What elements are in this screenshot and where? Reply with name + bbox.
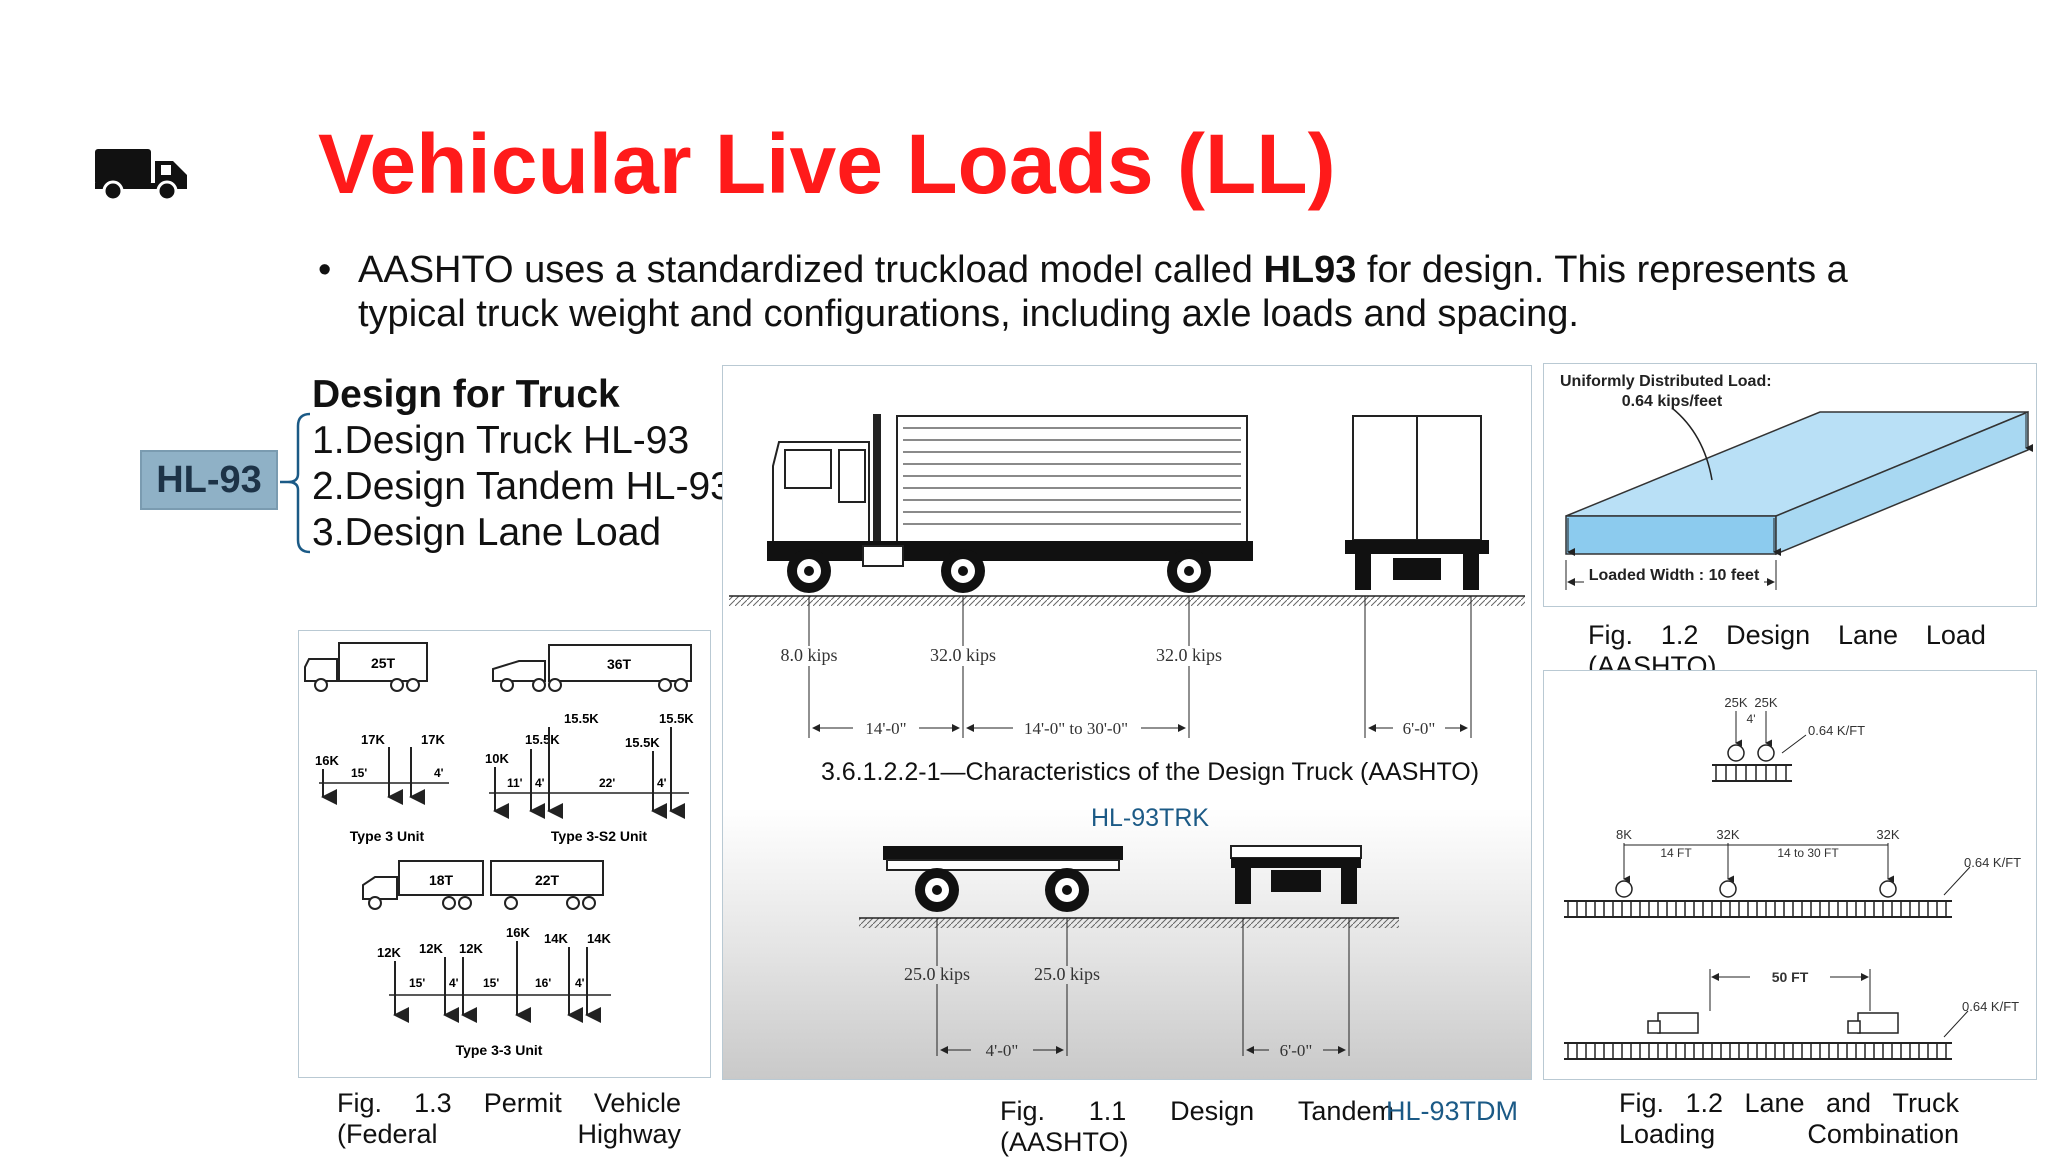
lt-tandem-spacing: 4': [1747, 712, 1756, 726]
type33-load-2: 12K: [419, 941, 443, 956]
type33-load-5: 14K: [544, 931, 568, 946]
lt-truck-udl: 0.64 K/FT: [1964, 855, 2021, 870]
type33-spacing-4: 16': [535, 976, 551, 990]
type3-truck-icon: [304, 642, 428, 692]
type3-load-2: 17K: [361, 732, 385, 747]
lane-load-figure: Uniformly Distributed Load: 0.64 kips/fe…: [1543, 363, 2037, 607]
type33-spacing-2: 4': [449, 976, 459, 990]
type33-load-1: 12K: [377, 945, 401, 960]
type33-load-6: 14K: [587, 931, 611, 946]
type33-label: Type 3-3 Unit: [456, 1042, 543, 1058]
truck-axle-load-1: 8.0 kips: [780, 645, 837, 665]
hl93-emphasis: HL93: [1263, 249, 1357, 291]
design-item-lane: 3.Design Lane Load: [312, 511, 662, 554]
type3s2-load-1: 10K: [485, 751, 509, 766]
bullet-text: AASHTO uses a standardized truckload mod…: [358, 249, 1848, 335]
tandem-axle-load-1: 25.0 kips: [904, 964, 970, 984]
hl93-badge: HL-93: [140, 450, 278, 510]
type33-truck-icon: [362, 860, 604, 910]
type33-load-4: 16K: [506, 925, 530, 940]
type3s2-spacing-3: 22': [599, 776, 615, 790]
type33-spacing-5: 4': [575, 976, 585, 990]
tandem-spacing-1: 4'-0": [986, 1041, 1019, 1060]
type3-load-3: 17K: [421, 732, 445, 747]
truck-icon: [95, 149, 187, 201]
type33-body-2: 22T: [535, 872, 560, 888]
bullet-dot: •: [318, 249, 332, 291]
truck-axle-load-3: 32.0 kips: [1156, 645, 1222, 665]
type3s2-spacing-2: 4': [535, 776, 545, 790]
design-tandem-drawing: [883, 845, 1362, 912]
lane-two-trucks-diagram: 50 FT 0.64 K/FT: [1564, 969, 2019, 1060]
page-title: Vehicular Live Loads (LL): [318, 117, 1336, 211]
truck-axle-load-2: 32.0 kips: [930, 645, 996, 665]
type3s2-body-label: 36T: [607, 656, 632, 672]
lane-load-label: Uniformly Distributed Load:: [1560, 373, 1772, 390]
lt-truck-load-1: 8K: [1616, 827, 1632, 842]
type3-load-1: 16K: [315, 753, 339, 768]
lane-load-value: 0.64 kips/feet: [1622, 393, 1723, 410]
lt-truck-spacing-2: 14 to 30 FT: [1777, 846, 1839, 860]
design-heading: Design for Truck: [312, 373, 620, 416]
type3s2-spacing-4: 4': [657, 776, 667, 790]
lt-truck-load-2: 32K: [1716, 827, 1739, 842]
lt-two-trucks-spacing: 50 FT: [1772, 969, 1809, 985]
type3s2-load-4: 15.5K: [625, 735, 660, 750]
type3-label: Type 3 Unit: [350, 828, 425, 844]
truck-spacing-2: 14'-0" to 30'-0": [1024, 719, 1128, 738]
lt-two-trucks-udl: 0.64 K/FT: [1962, 999, 2019, 1014]
design-item-truck: 1.Design Truck HL-93: [312, 419, 690, 462]
design-item-tandem: 2.Design Tandem HL-93: [312, 465, 732, 508]
loaded-width-label: Loaded Width : 10 feet: [1589, 567, 1760, 584]
lt-truck-load-3: 32K: [1876, 827, 1899, 842]
permit-vehicle-figure: 25T 16K 17K 17K 15' 4' Type 3 Unit 36T 1…: [298, 630, 711, 1078]
design-truck-caption: 3.6.1.2.2-1—Characteristics of the Desig…: [821, 758, 1479, 786]
type3s2-spacing-1: 11': [507, 776, 523, 790]
lt-tandem-udl: 0.64 K/FT: [1808, 723, 1865, 738]
lane-tandem-diagram: 25K 25K 4' 0.64 K/FT: [1712, 695, 1865, 782]
design-truck-figure: 8.0 kips 32.0 kips 32.0 kips 14'-0" 14'-…: [722, 365, 1532, 1080]
tandem-axle-load-2: 25.0 kips: [1034, 964, 1100, 984]
type3-spacing-1: 15': [351, 766, 367, 780]
type3-body-label: 25T: [371, 655, 396, 671]
lt-truck-spacing-1: 14 FT: [1660, 846, 1692, 860]
type3-spacing-2: 4': [434, 766, 444, 780]
lane-truck-diagram: 8K 32K 32K 14 FT 14 to 30 FT 0.64 K/FT: [1564, 827, 2021, 918]
type3s2-truck-icon: [492, 644, 692, 692]
lt-tandem-load-1: 25K: [1724, 695, 1747, 710]
type3s2-load-5: 15.5K: [659, 711, 694, 726]
intro-bullet: • AASHTO uses a standardized truckload m…: [318, 248, 1958, 336]
lt-tandem-load-2: 25K: [1754, 695, 1777, 710]
type3s2-load-3: 15.5K: [564, 711, 599, 726]
type33-body-1: 18T: [429, 872, 454, 888]
hl93tdm-label: HL-93TDM: [1386, 1096, 1519, 1126]
brace-connector: [280, 412, 311, 554]
hl93trk-label: HL-93TRK: [1091, 804, 1209, 832]
type33-spacing-3: 15': [483, 976, 499, 990]
tandem-spacing-2: 6'-0": [1280, 1041, 1313, 1060]
type3s2-load-2: 15.5K: [525, 732, 560, 747]
type33-spacing-1: 15': [409, 976, 425, 990]
truck-spacing-3: 6'-0": [1403, 719, 1436, 738]
truck-spacing-1: 14'-0": [865, 719, 906, 738]
lane-truck-combination-figure: 25K 25K 4' 0.64 K/FT 8K 32K 32K 14 FT 14…: [1543, 670, 2037, 1080]
type33-load-3: 12K: [459, 941, 483, 956]
design-truck-drawing: [767, 414, 1489, 593]
type3s2-label: Type 3-S2 Unit: [551, 828, 648, 844]
